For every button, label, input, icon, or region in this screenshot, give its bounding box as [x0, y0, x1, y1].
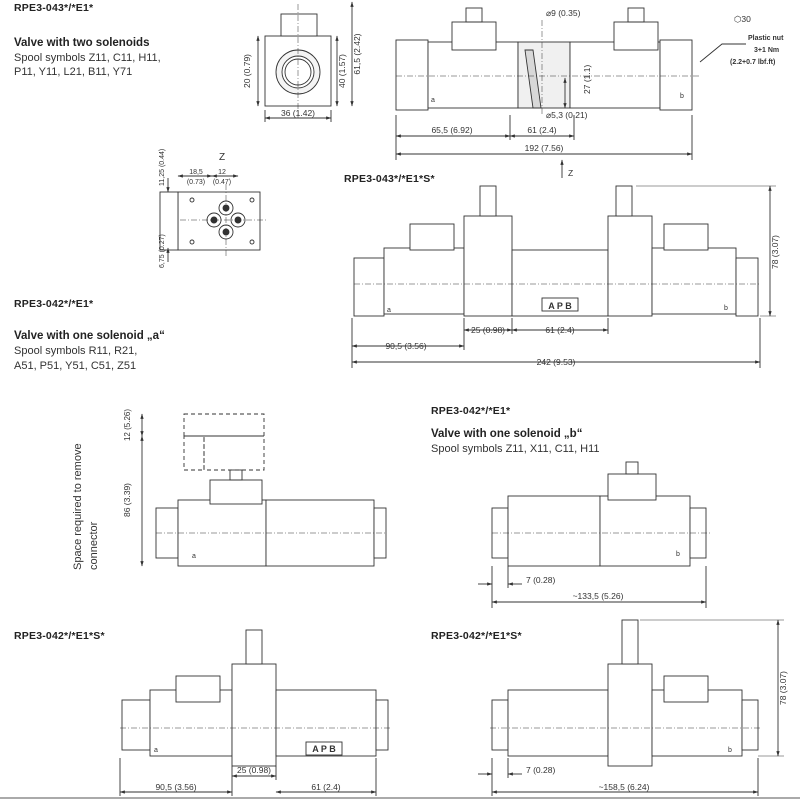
heading-one-solenoid-a: Valve with one solenoid „a“: [14, 330, 165, 342]
apb-043s: A P B: [548, 301, 572, 311]
dim-12: 12: [218, 169, 226, 176]
spool-symbols-043-line2: P11, Y11, L21, B11, Y71: [14, 66, 133, 78]
spool-symbols-042b: Spool symbols Z11, X11, C11, H11: [431, 443, 600, 455]
z-arrow-label: Z: [568, 168, 573, 178]
dim-90-043s: 90,5 (3.56): [385, 341, 426, 351]
model-title-042-s-left: RPE3-042*/*E1*S*: [14, 630, 105, 642]
spool-symbols-043-line1: Spool symbols Z11, C11, H11,: [14, 52, 161, 64]
dim-61-top: 61 (2.4): [527, 125, 556, 135]
label-a-043: a: [431, 97, 435, 104]
dim-hole2: ⌀5,3 (0.21): [546, 110, 588, 120]
dim-18: 18,5: [189, 169, 203, 176]
dim-78-043s: 78 (3.07): [770, 235, 780, 269]
dim-25-043s: 25 (0.98): [471, 325, 505, 335]
dim-158: ~158,5 (6.24): [599, 782, 650, 792]
dim-12-side: 12 (5.26): [123, 409, 132, 441]
heading-two-solenoids: Valve with two solenoids: [14, 37, 150, 49]
dim-27: 27 (1.1): [582, 65, 592, 94]
valve-043-drawing: [395, 7, 746, 178]
nut-title: Plastic nut: [748, 35, 784, 42]
model-title-042-a: RPE3-042*/*E1*: [14, 298, 94, 310]
valve-043-s-drawing: [351, 185, 776, 368]
model-title-043: RPE3-043*/*E1*: [14, 2, 94, 14]
apb-042s-left: A P B: [312, 744, 336, 754]
dim-242: 242 (9.53): [537, 357, 576, 367]
dim-78-042s: 78 (3.07): [778, 671, 788, 705]
model-title-043-s: RPE3-043*/*E1*S*: [344, 173, 435, 185]
model-title-042-b: RPE3-042*/*E1*: [431, 405, 511, 417]
z-face-view: [159, 174, 268, 262]
dim-7-042s: 7 (0.28): [526, 765, 555, 775]
dim-12-in: (0.47): [213, 179, 231, 186]
dim-61-043s: 61 (2.4): [545, 325, 574, 335]
dim-90-042s: 90,5 (3.56): [155, 782, 196, 792]
dim-7-042b: 7 (0.28): [526, 575, 555, 585]
label-a-side: a: [192, 553, 196, 560]
dim-1125: 11,25 (0.44): [159, 149, 166, 186]
nut-torque: 3+1 Nm: [754, 47, 779, 54]
dim-65: 65,5 (6.92): [431, 125, 472, 135]
top-view-connector: [256, 1, 354, 122]
spool-symbols-042a-line2: A51, P51, Y51, C51, Z51: [14, 360, 137, 372]
dim-133: ~133,5 (5.26): [573, 591, 624, 601]
dim-18-in: (0.73): [187, 179, 205, 186]
label-a-043s: a: [387, 307, 391, 314]
spool-symbols-042a-line1: Spool symbols R11, R21,: [14, 345, 138, 357]
valve-042-b-drawing: [478, 461, 710, 608]
dim-25-042s: 25 (0.98): [237, 765, 271, 775]
valve-042-a-drawing: [140, 413, 387, 567]
dim-86: 86 (3.39): [122, 483, 132, 517]
label-b-042s: b: [728, 747, 732, 754]
label-a-042s: a: [154, 747, 158, 754]
dim-61-042s: 61 (2.4): [311, 782, 340, 792]
valve-042-s-right-drawing: [478, 619, 784, 796]
nut-torque-imperial: (2.2+0.7 lbf.ft): [730, 59, 775, 66]
dim-top-height: 20 (0.79): [242, 54, 252, 88]
dim-top-v2: 61,5 (2.42): [352, 33, 362, 74]
nut-size: ⬡30: [734, 14, 751, 24]
dim-top-width: 36 (1.42): [281, 108, 315, 118]
model-title-042-s-right: RPE3-042*/*E1*S*: [431, 630, 522, 642]
label-b-043s: b: [724, 305, 728, 312]
label-b-042b: b: [676, 551, 680, 558]
heading-one-solenoid-b: Valve with one solenoid „b“: [431, 428, 583, 440]
dim-192: 192 (7.56): [525, 143, 564, 153]
label-b-043: b: [680, 93, 684, 100]
dim-675: 6,75 (0.27): [159, 234, 166, 268]
dim-hole: ⌀9 (0.35): [546, 8, 581, 18]
valve-042-s-left-drawing: [119, 629, 390, 796]
dim-top-v1: 40 (1.57): [337, 54, 347, 88]
z-view-title: Z: [219, 152, 225, 163]
